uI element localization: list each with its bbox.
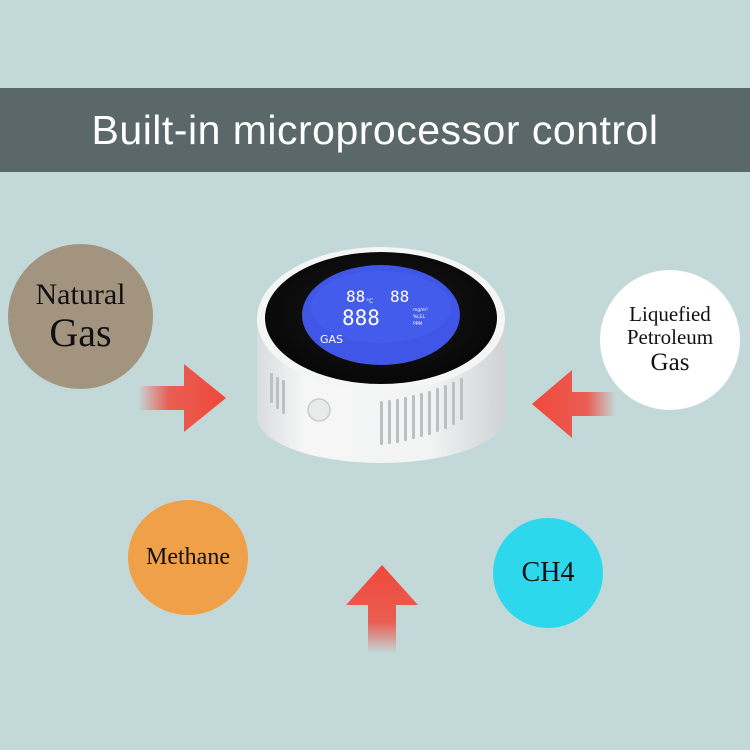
- device-illustration: 88 °C 88 888 mg/m³ %LEL PPM GAS: [257, 247, 505, 463]
- title-banner: Built-in microprocessor control: [0, 88, 750, 172]
- ch4-label: CH4: [521, 556, 575, 588]
- natural-gas-label-line2: Gas: [49, 310, 112, 355]
- lcd-temp-unit: °C: [366, 298, 373, 305]
- methane-badge: Methane: [128, 500, 248, 615]
- lcd-unit-mg: mg/m³: [413, 307, 428, 313]
- gas-detector-device: 88 °C 88 888 mg/m³ %LEL PPM GAS: [250, 245, 512, 467]
- lcd-unit-lel: %LEL: [413, 314, 426, 320]
- arrow-up-icon: [346, 565, 418, 653]
- arrow-left-icon: [532, 370, 616, 438]
- lpg-label-line3: Gas: [650, 349, 690, 377]
- lcd-main-digits: 888: [342, 306, 380, 330]
- lcd-unit-ppm: PPM: [413, 321, 422, 327]
- ch4-badge: CH4: [493, 518, 603, 628]
- natural-gas-badge: Natural Gas: [8, 244, 153, 389]
- lpg-badge: Liquefied Petroleum Gas: [600, 270, 740, 410]
- lcd-humidity-digits: 88: [390, 287, 409, 306]
- lpg-label-line1: Liquefied: [629, 302, 711, 327]
- lcd-temp-digits: 88: [346, 287, 365, 306]
- banner-title: Built-in microprocessor control: [91, 106, 659, 153]
- lcd-gas-label: GAS: [320, 333, 343, 346]
- lpg-label-line2: Petroleum: [626, 325, 714, 350]
- methane-label: Methane: [146, 544, 230, 571]
- natural-gas-label-line1: Natural: [35, 278, 126, 311]
- arrow-right-icon: [138, 364, 226, 432]
